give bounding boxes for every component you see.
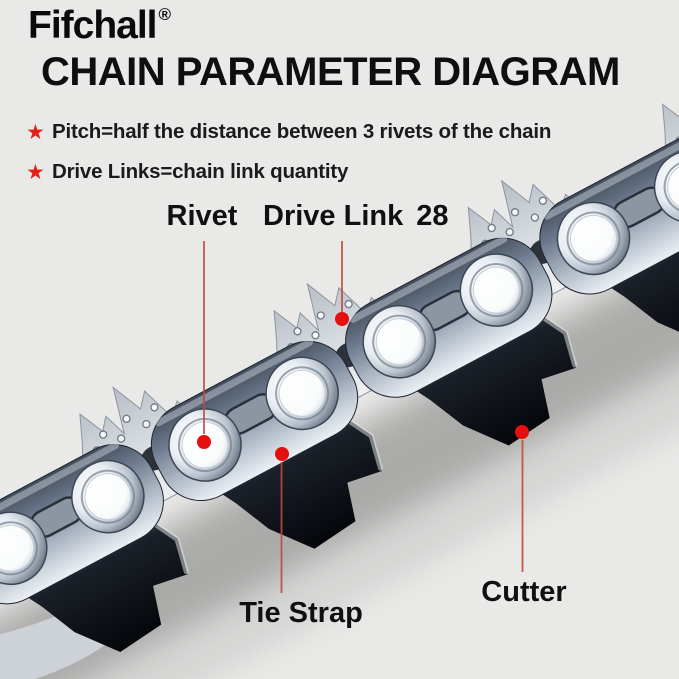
drive-link-label-text: Drive Link [263,200,404,232]
note-pitch-text: Pitch=half the distance between 3 rivets… [52,120,552,143]
note-drive-links-text: Drive Links=chain link quantity [52,160,349,183]
chain-link-segment [309,146,678,492]
cutter-callout-dot [515,425,529,439]
chain-link-segment [0,353,290,679]
callout-label-rivet: Rivet [166,200,238,232]
background-link-silhouette [0,603,117,679]
chain-link-segment [115,249,484,595]
tie-strap-callout-dot [275,447,289,461]
star-icon: ★ [26,160,45,184]
callout-label-tie-strap: Tie Strap [239,597,363,629]
registered-trademark-icon: ® [158,5,172,24]
star-icon: ★ [26,120,45,144]
drive-link-callout-dot [335,312,349,326]
notes-list: ★ Pitch=half the distance between 3 rive… [26,112,551,192]
drive-link-count: 28 [416,200,449,232]
brand-logo: Fifchall® [28,4,171,48]
rivet-callout-dot [197,435,211,449]
note-pitch: ★ Pitch=half the distance between 3 rive… [26,112,551,152]
page-title: CHAIN PARAMETER DIAGRAM [41,50,620,94]
note-drive-links: ★ Drive Links=chain link quantity [26,152,551,192]
callout-label-cutter: Cutter [481,576,567,608]
brand-name: Fifchall [28,4,158,47]
callout-label-drive-link: Drive Link 28 [263,200,448,233]
chain-link-segment [0,456,96,679]
